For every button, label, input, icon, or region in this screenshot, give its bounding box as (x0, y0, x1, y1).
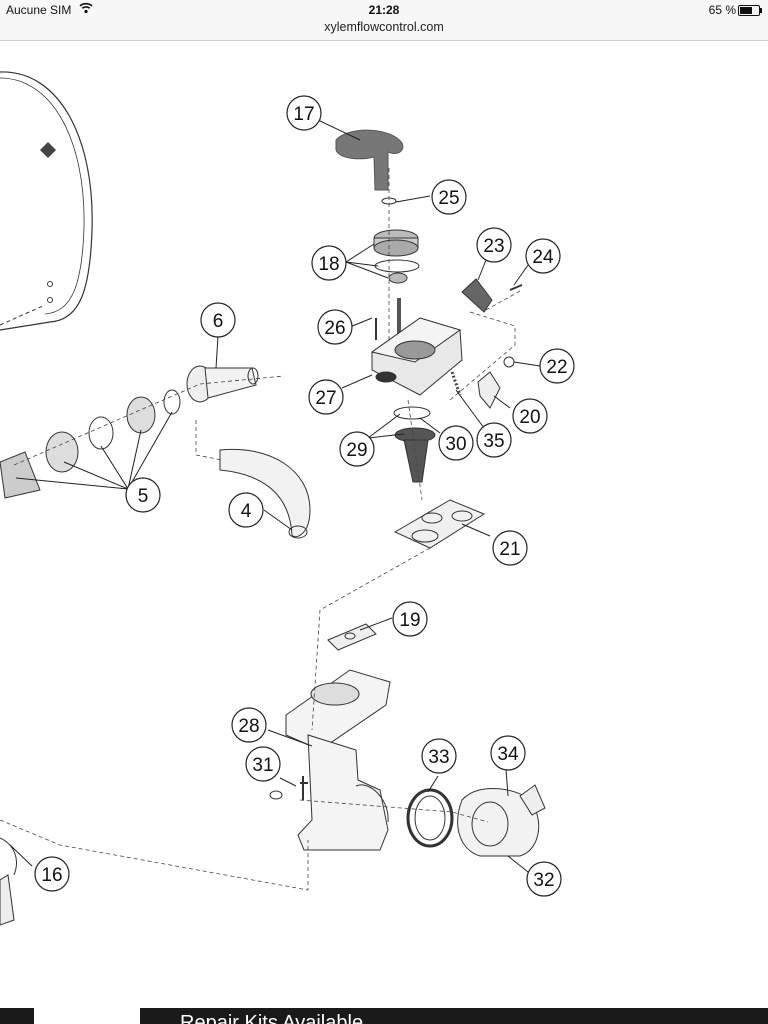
callout-29: 29 (339, 431, 375, 467)
battery-percentage: 65 % (708, 3, 736, 17)
callout-33: 33 (421, 738, 457, 774)
exploded-parts-diagram: 17 25 18 23 24 26 22 27 20 35 30 29 6 5 4 21 19 28 33 34 31 1… (0, 71, 575, 926)
callout-label: 28 (238, 716, 259, 737)
callout-22: 22 (539, 348, 575, 384)
callout-27: 27 (308, 379, 344, 415)
callout-24: 24 (525, 238, 561, 274)
repair-kits-banner[interactable]: Repair Kits Available (140, 1008, 768, 1024)
callout-label: 25 (438, 188, 459, 209)
battery-icon (738, 5, 762, 16)
wifi-icon (79, 2, 93, 14)
callout-label: 6 (213, 311, 224, 332)
callout-label: 5 (138, 486, 149, 507)
url-text: xylemflowcontrol.com (324, 20, 444, 34)
callout-label: 18 (318, 254, 339, 275)
callout-17: 17 (286, 95, 322, 131)
callout-label: 33 (428, 747, 449, 768)
callout-label: 30 (445, 434, 466, 455)
callout-20: 20 (512, 398, 548, 434)
callout-label: 16 (41, 865, 62, 886)
callout-31: 31 (245, 746, 281, 782)
callout-label: 26 (324, 318, 345, 339)
callout-23: 23 (476, 227, 512, 263)
callout-label: 17 (293, 104, 314, 125)
callout-label: 24 (532, 247, 554, 268)
callout-label: 27 (315, 388, 336, 409)
status-bar: Aucune SIM 21:28 65 % (0, 0, 768, 20)
address-bar[interactable]: xylemflowcontrol.com (0, 20, 768, 41)
callout-label: 32 (533, 870, 554, 891)
callout-label: 29 (346, 440, 367, 461)
callout-26: 26 (317, 309, 353, 345)
callout-label: 35 (483, 431, 504, 452)
callout-4: 4 (228, 492, 264, 528)
callout-19: 19 (392, 601, 428, 637)
callout-label: 4 (241, 501, 252, 522)
callout-label: 22 (546, 357, 567, 378)
callout-6: 6 (200, 302, 236, 338)
callout-label: 20 (519, 407, 540, 428)
carrier-label: Aucune SIM (6, 3, 72, 17)
callout-32: 32 (526, 861, 562, 897)
callout-label: 34 (497, 744, 519, 765)
callout-16: 16 (34, 856, 70, 892)
callout-34: 34 (490, 735, 526, 771)
callout-35: 35 (476, 422, 512, 458)
callout-28: 28 (231, 707, 267, 743)
callout-label: 31 (252, 755, 273, 776)
callout-label: 19 (399, 610, 420, 631)
callout-label: 21 (499, 539, 520, 560)
callout-25: 25 (431, 179, 467, 215)
callout-label: 23 (483, 236, 504, 257)
clock: 21:28 (368, 3, 400, 17)
callout-30: 30 (438, 425, 474, 461)
banner-left-block (0, 1008, 34, 1024)
callout-18: 18 (311, 245, 347, 281)
callout-21: 21 (492, 530, 528, 566)
callout-5: 5 (125, 477, 161, 513)
banner-title: Repair Kits Available (180, 1012, 364, 1024)
